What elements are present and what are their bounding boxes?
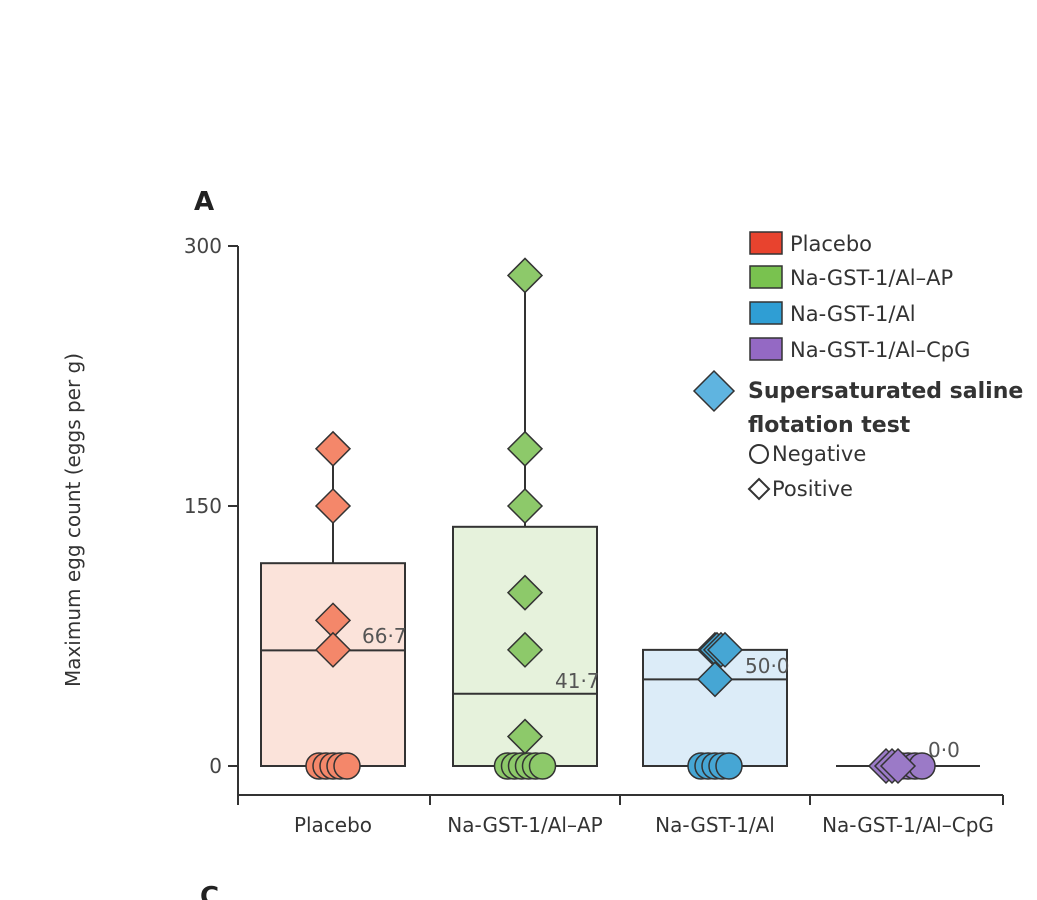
legend-label-placebo: Placebo — [790, 232, 872, 256]
legend-negative-label: Negative — [772, 442, 866, 466]
panel-letter: A — [194, 187, 214, 217]
legend-item-al-ap: Na-GST-1/Al–AP — [749, 265, 953, 290]
legend-positive-diamond-icon — [747, 477, 771, 501]
legend-positive-label: Positive — [772, 477, 853, 501]
positive-point — [506, 631, 544, 668]
legend-item-placebo: Placebo — [749, 231, 872, 256]
x-tick-label: Na-GST-1/Al–AP — [447, 813, 602, 837]
y-tick-label: 150 — [184, 494, 222, 518]
median-label: 66·7 — [362, 624, 407, 648]
negative-point — [333, 752, 361, 780]
positive-point — [506, 487, 544, 525]
legend-test-diamond-icon — [692, 369, 736, 413]
group-3: 0·0 — [836, 738, 980, 785]
legend-swatch-al — [749, 301, 783, 325]
positive-point — [314, 487, 352, 525]
y-tick-label: 300 — [184, 234, 222, 258]
x-tick-label: Na-GST-1/Al–CpG — [822, 813, 994, 837]
group-2: 50·0 — [642, 631, 790, 780]
next-panel-letter: C — [200, 882, 219, 900]
legend-item-al: Na-GST-1/Al — [749, 301, 916, 326]
legend-negative-circle-icon — [749, 444, 769, 464]
positive-point — [879, 747, 917, 785]
median-label: 41·7 — [555, 669, 600, 693]
negative-point — [528, 752, 557, 780]
legend-label-al: Na-GST-1/Al — [790, 302, 916, 326]
median-label: 0·0 — [928, 738, 960, 762]
legend-test-title-line2: flotation test — [748, 413, 911, 438]
x-tick-label: Placebo — [294, 813, 372, 837]
legend-test-title-line1: Supersaturated saline — [748, 379, 1023, 404]
positive-point — [506, 430, 544, 467]
legend-swatch-al-cpg — [749, 337, 783, 361]
positive-point — [314, 430, 352, 467]
legend-label-al-ap: Na-GST-1/Al–AP — [790, 266, 953, 290]
positive-point — [706, 631, 744, 668]
positive-point — [696, 661, 734, 698]
positive-point — [314, 631, 352, 668]
legend-swatch-al-ap — [749, 265, 783, 289]
positive-point — [506, 574, 544, 611]
legend-swatch-placebo — [749, 231, 783, 255]
legend-label-al-cpg: Na-GST-1/Al–CpG — [790, 338, 970, 362]
group-1: 41·7 — [452, 257, 600, 780]
x-tick-label: Na-GST-1/Al — [655, 813, 775, 837]
positive-point — [506, 718, 544, 755]
group-0: 66·7 — [260, 430, 407, 780]
legend: Placebo Na-GST-1/Al–AP Na-GST-1/Al Na-GS… — [692, 231, 1023, 501]
x-axis: Placebo Na-GST-1/Al–AP Na-GST-1/Al Na-GST-1… — [237, 794, 1004, 837]
y-tick-label: 0 — [209, 754, 222, 778]
positive-point — [506, 257, 544, 294]
y-axis-label: Maximum egg count (eggs per g) — [61, 353, 85, 687]
negative-point — [715, 752, 743, 780]
y-axis: 0 150 300 — [184, 234, 239, 795]
plot-area: 66·7 41·7 50·0 0·0 — [260, 257, 980, 785]
median-label: 50·0 — [745, 654, 790, 678]
legend-item-al-cpg: Na-GST-1/Al–CpG — [749, 337, 970, 362]
